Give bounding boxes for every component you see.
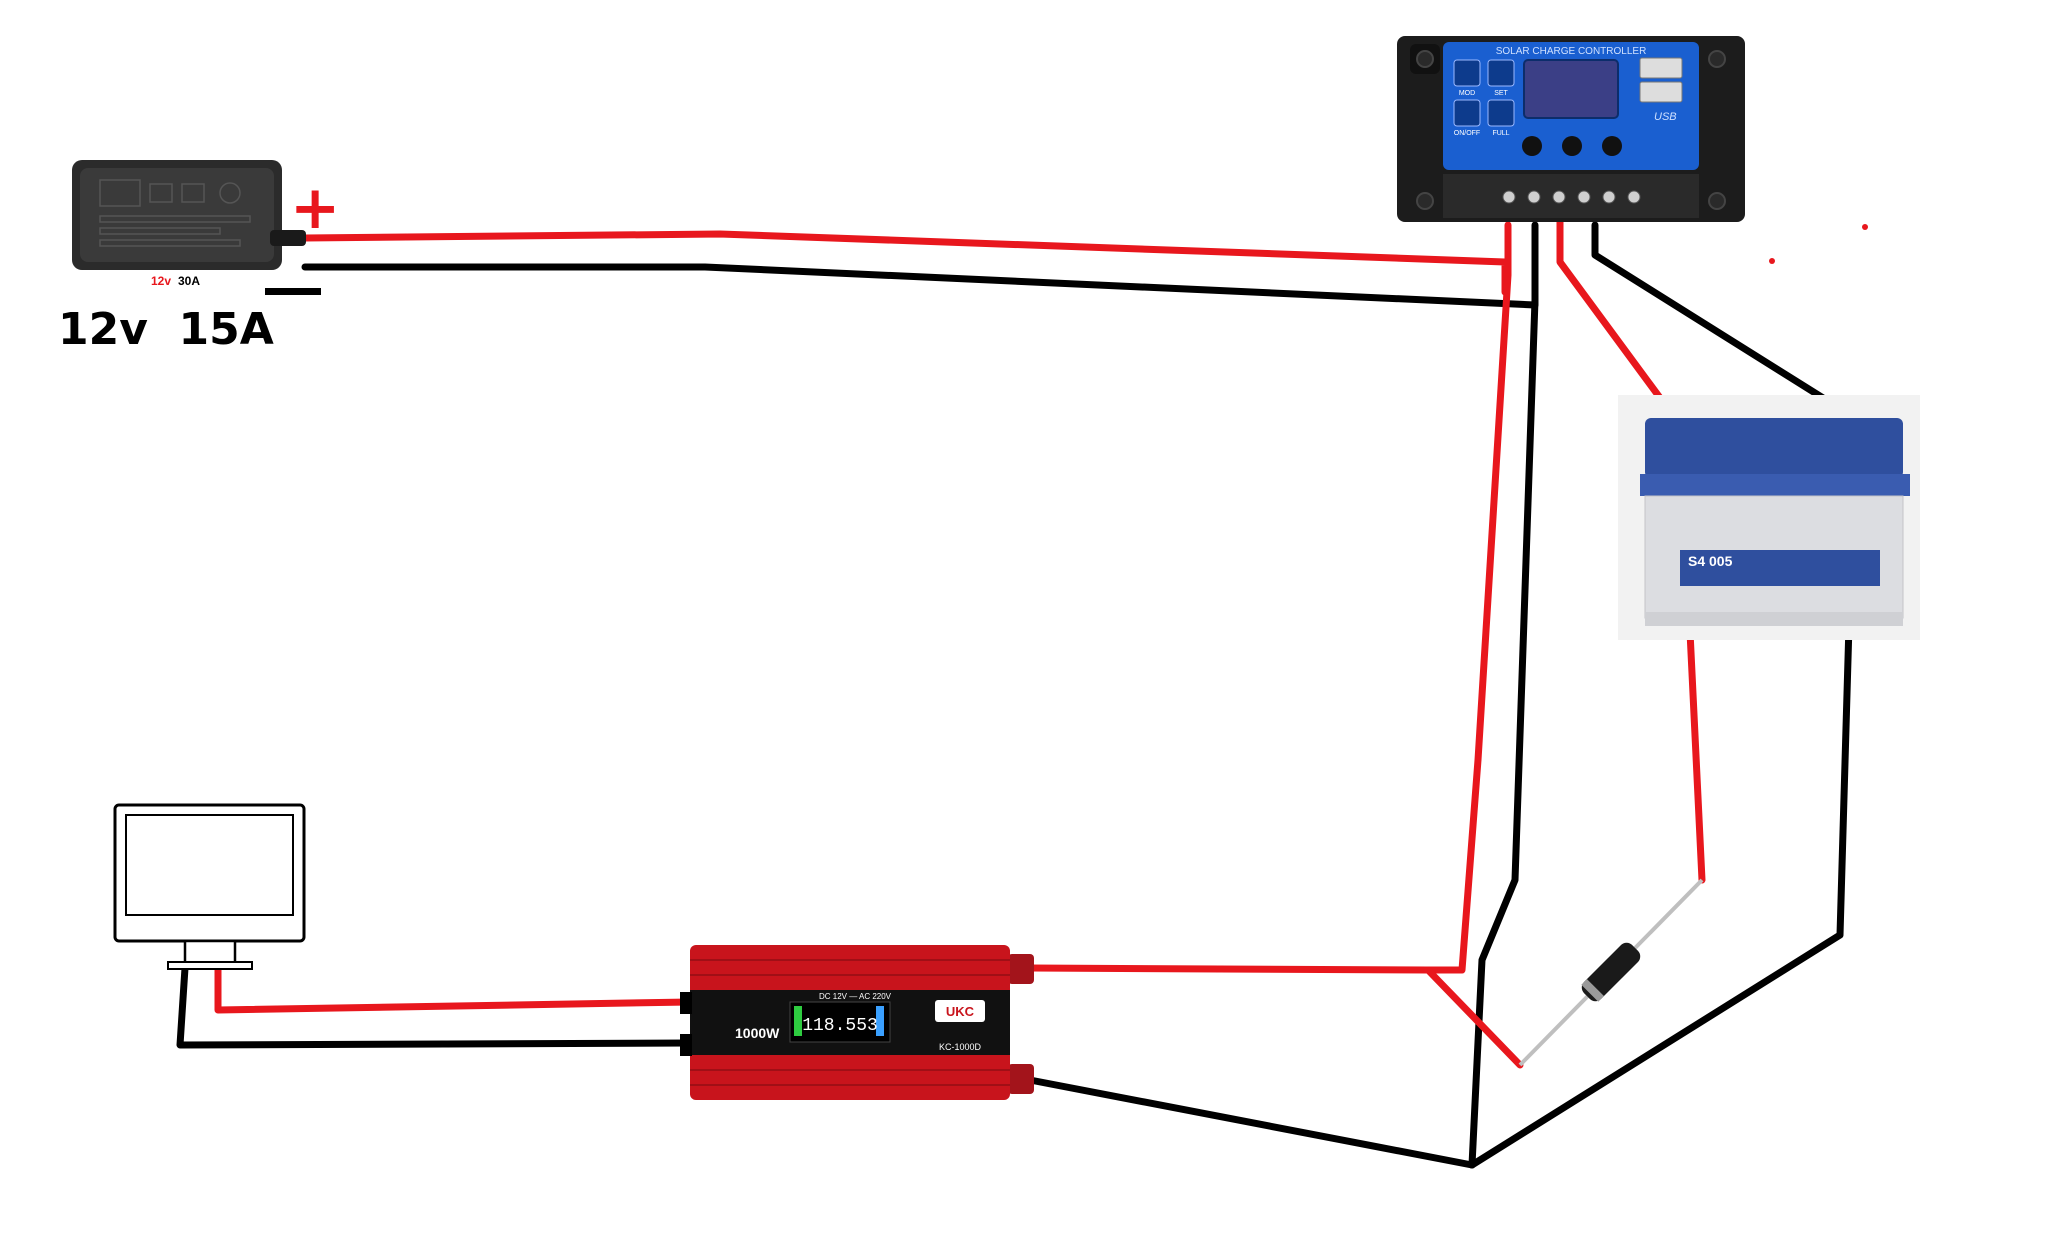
inverter-brand: UKC xyxy=(946,1004,975,1019)
inverter: 1000W 118.553 UKC KC-1000D DC 12V — AC 2… xyxy=(680,945,1034,1100)
inverter-display-value: 118.553 xyxy=(802,1016,878,1036)
monitor-positive-wire xyxy=(214,964,694,1014)
controller-usb-ports: USB xyxy=(1639,57,1683,123)
controller-load-negative-wire xyxy=(1468,221,1539,1169)
battery-model: S4 005 xyxy=(1688,553,1733,569)
adapter-current-small: 30A xyxy=(178,274,200,288)
controller-button-left xyxy=(1522,136,1542,156)
controller-title: SOLAR CHARGE CONTROLLER xyxy=(1496,46,1647,57)
controller-terminal-strip xyxy=(1443,174,1699,218)
stray-dot xyxy=(1862,224,1868,230)
power-adapter: 12v 30A xyxy=(72,160,306,288)
controller-button-right xyxy=(1602,136,1622,156)
inverter-negative-wire xyxy=(1026,1076,1476,1169)
controller-label-mod: MOD xyxy=(1459,90,1475,97)
battery: S4 005 xyxy=(1618,395,1920,640)
solar-charge-controller: SOLAR CHARGE CONTROLLER MOD SET ON/OFF F… xyxy=(1397,36,1745,222)
monitor xyxy=(113,803,306,970)
diode xyxy=(1518,878,1704,1067)
controller-label-full: FULL xyxy=(1492,130,1509,137)
controller-terminals xyxy=(1502,190,1641,204)
inverter-power: 1000W xyxy=(735,1025,780,1041)
inverter-model: KC-1000D xyxy=(939,1042,982,1052)
adapter-rating-label: 12v 15A xyxy=(58,304,274,355)
adapter-positive-wire xyxy=(301,230,1509,296)
controller-lcd xyxy=(1523,59,1619,119)
battery-label xyxy=(1680,550,1880,586)
usb-label: USB xyxy=(1654,111,1677,123)
plus-sign: + xyxy=(290,173,340,243)
inverter-positive-wire xyxy=(1026,964,1524,1069)
controller-battery-positive-wire xyxy=(1556,216,1706,884)
controller-label-onoff: ON/OFF xyxy=(1454,130,1480,137)
controller-label-set: SET xyxy=(1494,90,1508,97)
stray-dot xyxy=(1769,258,1775,264)
adapter-negative-wire xyxy=(301,263,1539,309)
monitor-negative-wire xyxy=(176,964,694,1049)
wires xyxy=(176,216,1868,1169)
adapter-voltage-small: 12v xyxy=(151,274,171,288)
controller-button-middle xyxy=(1562,136,1582,156)
minus-sign xyxy=(265,288,321,295)
inverter-spec: DC 12V — AC 220V xyxy=(819,992,892,1001)
controller-mode-icons: MOD SET ON/OFF FULL xyxy=(1453,59,1515,137)
inverter-display xyxy=(789,1001,891,1043)
controller-load-positive-wire xyxy=(1424,221,1512,974)
